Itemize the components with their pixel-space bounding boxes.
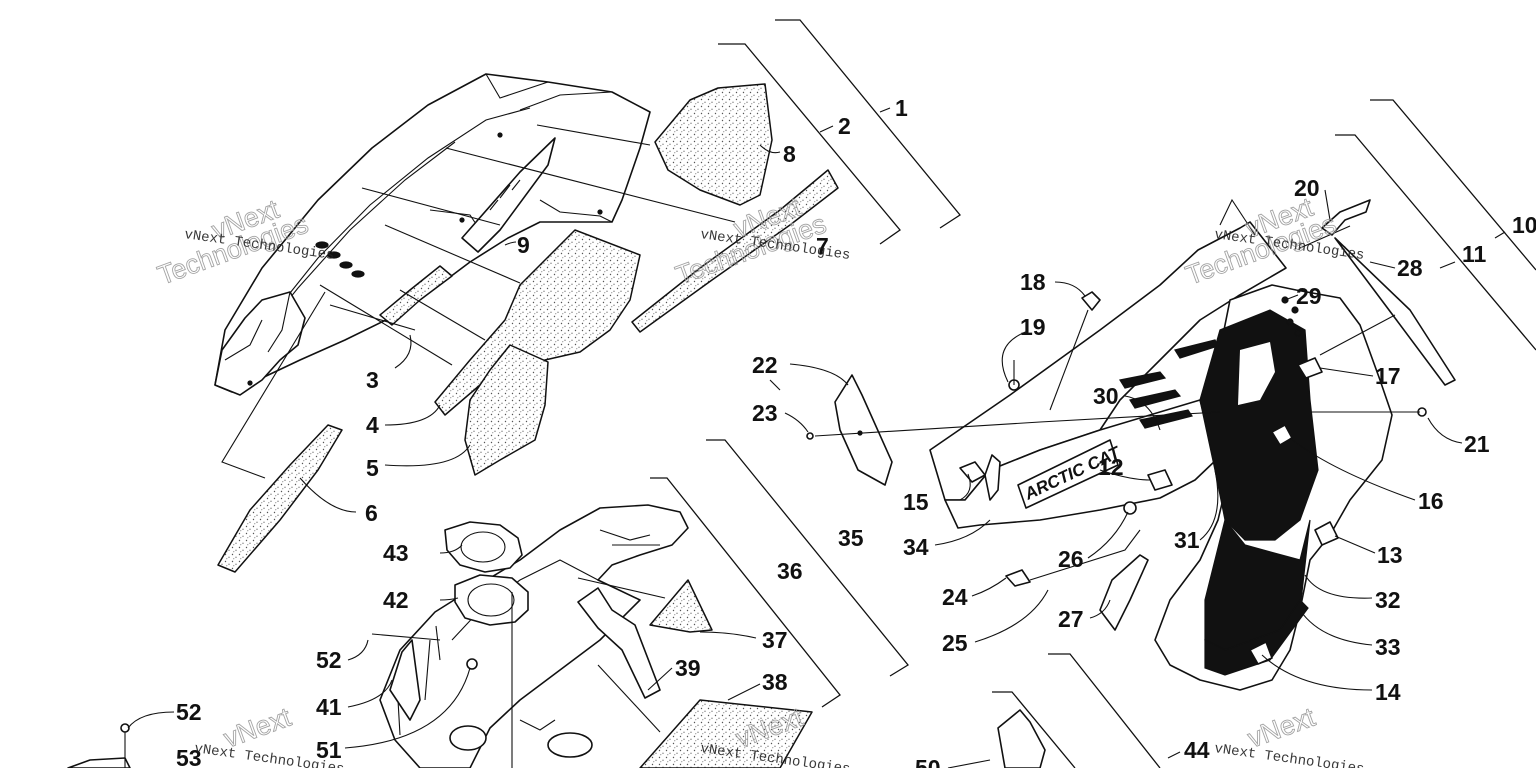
svg-text:vNext Technologies: vNext Technologies	[1213, 741, 1365, 768]
callout-31: 31	[1174, 527, 1200, 553]
part-15-button	[959, 461, 986, 483]
part-24-clip	[1005, 569, 1031, 587]
callout-24: 24	[942, 584, 968, 610]
watermark-6: vNext vNext Technologies	[1213, 701, 1365, 768]
part-43-gasket	[444, 521, 523, 573]
callout-22: 22	[752, 352, 778, 378]
part-53-block	[67, 757, 131, 768]
callout-29: 29	[1296, 283, 1322, 309]
part-12-button	[1147, 469, 1173, 491]
part-16-button	[1271, 424, 1293, 446]
callout-41: 41	[316, 694, 342, 720]
hood-vents	[315, 241, 365, 278]
part-42-gasket	[454, 574, 529, 626]
side-panel-assembly: ARCTIC CAT	[806, 198, 1456, 768]
callout-43: 43	[383, 540, 409, 566]
part-8-foam	[654, 83, 773, 206]
callout-7: 7	[816, 233, 829, 259]
callout-labels: 1 2 3 4 5 6 7 8 9 10 11 12 13 14 15 16 1…	[176, 95, 1536, 768]
part-6-foam-strip	[217, 424, 343, 573]
part-52-screw-lower	[120, 723, 130, 733]
callout-16: 16	[1418, 488, 1444, 514]
part-27-bracket	[1099, 554, 1149, 631]
callout-18: 18	[1020, 269, 1046, 295]
part-29-decal	[1199, 309, 1319, 541]
callout-30: 30	[1093, 383, 1119, 409]
callout-23: 23	[752, 400, 778, 426]
part-51-grommet	[466, 658, 478, 670]
part-28-strip	[1334, 237, 1456, 386]
callout-leaders	[127, 107, 1506, 768]
part-7-foam-strip	[631, 169, 839, 333]
part-18-clip	[1081, 291, 1101, 311]
part-26-grommet	[1123, 501, 1137, 515]
callout-27: 27	[1058, 606, 1084, 632]
belly-port-left	[449, 725, 487, 751]
part-41-bracket	[389, 639, 421, 721]
part-9-bracket	[461, 137, 556, 253]
part-3-foam-pad	[379, 265, 453, 326]
callout-20: 20	[1294, 175, 1320, 201]
callout-8: 8	[783, 141, 796, 167]
callout-12: 12	[1098, 454, 1124, 480]
belly-port-right	[547, 732, 593, 758]
callout-42: 42	[383, 587, 409, 613]
part-23-screw	[806, 432, 814, 440]
callout-1: 1	[895, 95, 908, 121]
part-22-panel	[834, 374, 893, 486]
callout-26: 26	[1058, 546, 1084, 572]
part-13-button	[1314, 521, 1339, 546]
callout-51: 51	[316, 737, 342, 763]
louver-4	[1174, 339, 1219, 359]
callout-37: 37	[762, 627, 788, 653]
callout-14: 14	[1375, 679, 1401, 705]
callout-2: 2	[838, 113, 851, 139]
part-39-foam-rail	[577, 587, 661, 699]
callout-36: 36	[777, 558, 803, 584]
part-5-foam-block	[464, 344, 549, 476]
callout-39: 39	[675, 655, 701, 681]
callout-52-lower: 52	[176, 699, 202, 725]
callout-32: 32	[1375, 587, 1401, 613]
callout-19: 19	[1020, 314, 1046, 340]
louver-1	[1119, 371, 1167, 389]
part-17-button	[1297, 357, 1323, 379]
callout-21: 21	[1464, 431, 1490, 457]
callout-9: 9	[517, 232, 530, 258]
louver-2	[1129, 389, 1182, 409]
callout-6: 6	[365, 500, 378, 526]
part-34-intake	[984, 454, 1001, 501]
part-38-foam	[639, 699, 813, 768]
callout-34: 34	[903, 534, 929, 560]
callout-35: 35	[838, 525, 864, 551]
callout-38: 38	[762, 669, 788, 695]
callout-53: 53	[176, 745, 202, 768]
callout-25: 25	[942, 630, 968, 656]
part-50-bracket	[997, 709, 1046, 768]
part-37-foam	[649, 579, 713, 633]
callout-52-upper: 52	[316, 647, 342, 673]
callout-17: 17	[1375, 363, 1401, 389]
callout-28: 28	[1397, 255, 1423, 281]
callout-50: 50	[915, 755, 941, 768]
callout-33: 33	[1375, 634, 1401, 660]
callout-10: 10	[1512, 212, 1536, 238]
callout-3: 3	[366, 367, 379, 393]
callout-44: 44	[1184, 737, 1210, 763]
hood-nose	[214, 291, 306, 396]
part-33-decal	[1204, 599, 1309, 676]
callout-4: 4	[366, 412, 379, 438]
callout-11: 11	[1462, 241, 1487, 267]
belly-pan-assembly	[379, 504, 689, 768]
callout-15: 15	[903, 489, 929, 515]
callout-5: 5	[366, 455, 379, 481]
callout-13: 13	[1377, 542, 1403, 568]
